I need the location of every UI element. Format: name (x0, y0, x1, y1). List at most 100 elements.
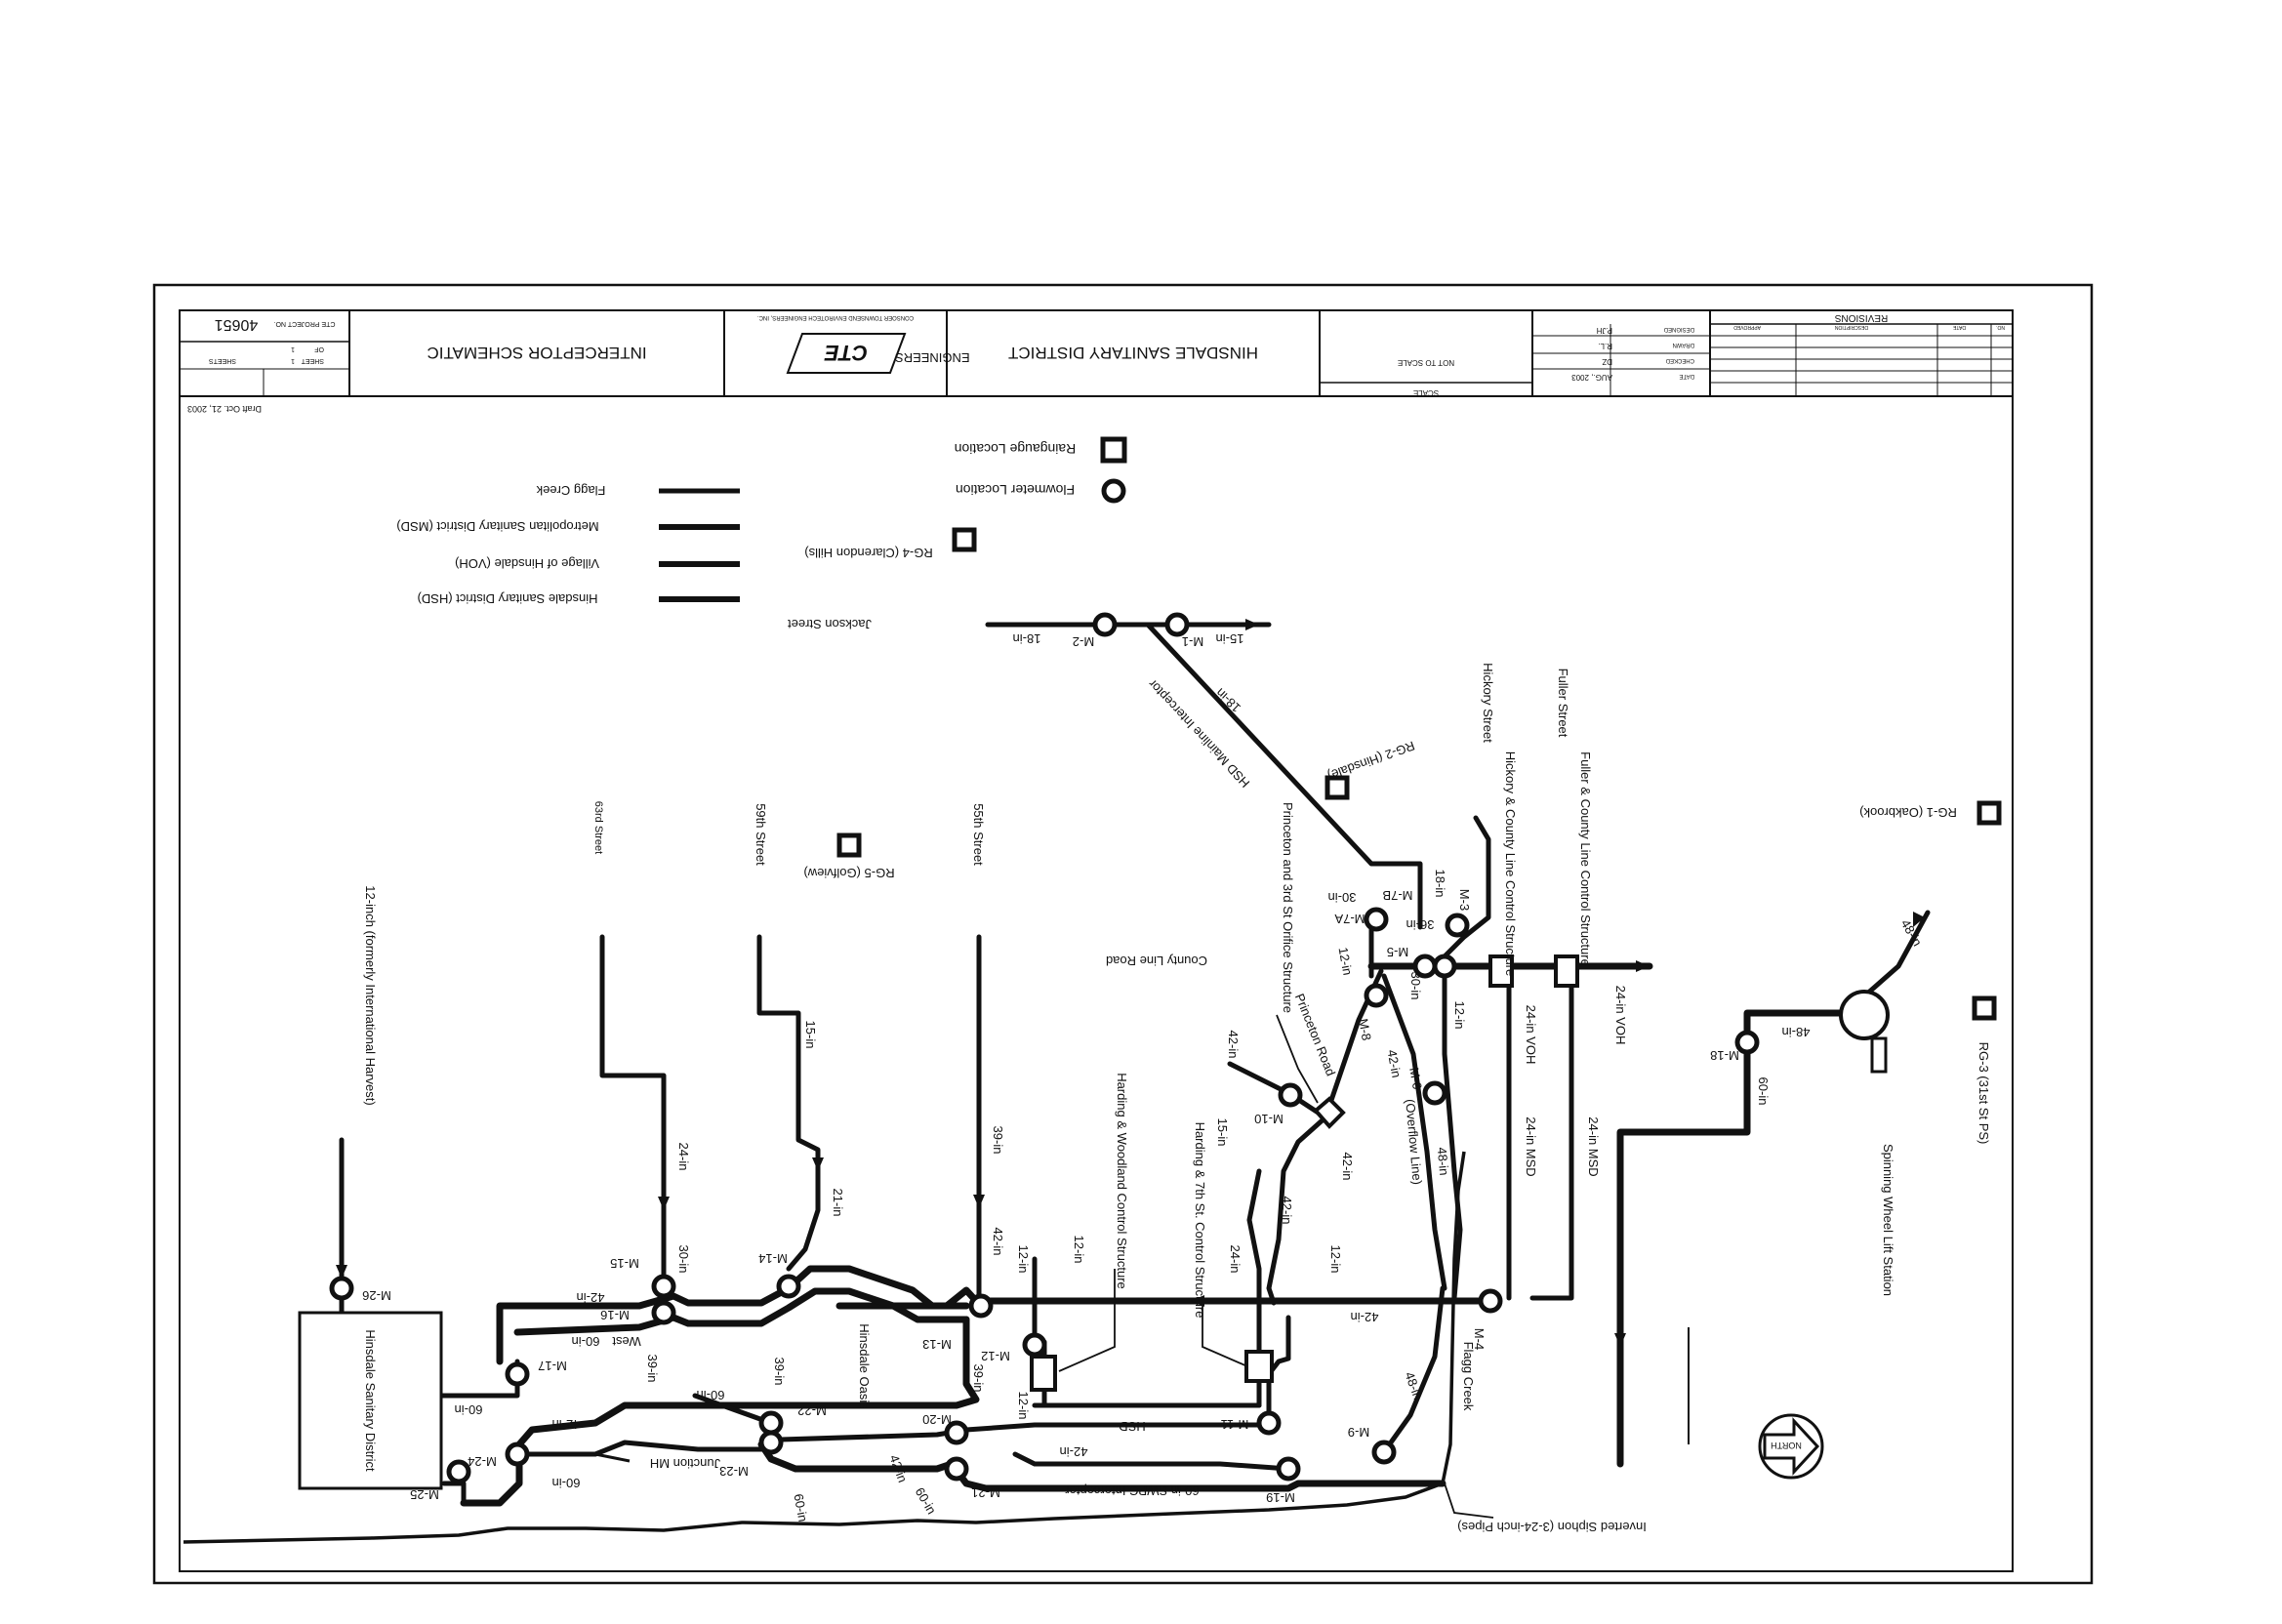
meter-m-15 (651, 1274, 676, 1299)
sheets-label: SHEETS (209, 357, 236, 364)
meter-m-2 (1092, 612, 1118, 637)
fuller-county-label: Fuller & County Line Control Structure (1578, 751, 1593, 966)
size-label-42in-main: 42-in (1351, 1310, 1379, 1324)
size-label-36in: 36-in (1406, 917, 1435, 932)
flow-arrow-59th (812, 1157, 824, 1171)
legend-raingauge-label: Raingauge Location (955, 441, 1077, 457)
hsd-plant-box (298, 1311, 443, 1490)
legend: Raingauge Location Flowmeter Location Fl… (396, 436, 1127, 606)
meter-m-1 (1164, 612, 1190, 637)
59th-street-pipe (756, 934, 821, 1272)
swpc-label: 60-in SWPC Interceptor (1065, 1483, 1200, 1498)
rg-4-label: RG-4 (Clarendon Hills) (804, 546, 932, 560)
meter-m-5b (1432, 954, 1457, 979)
flow-meters (329, 612, 1760, 1484)
hsd-mainline-label: HSD Mainline Interceptor (1145, 676, 1252, 791)
size-label-39in-c: 39-in (971, 1364, 986, 1393)
rg-3-label: RG-3 (31st St PS) (1976, 1042, 1991, 1145)
plant-60in-connection (436, 1359, 520, 1399)
rg-2-symbol (1324, 775, 1350, 800)
main-42in-interceptor (835, 1286, 1497, 1310)
legend-voh-label: Village of Hinsdale (VOH) (455, 556, 599, 571)
revisions-label: REVISIONS (1834, 312, 1888, 323)
harding-woodland-label: Harding & Woodland Control Structure (1115, 1073, 1129, 1289)
inverted-siphon-label: Inverted Siphon (3-24-inch Pipes) (1457, 1520, 1647, 1534)
meter-label-m-7a: M-7A (1334, 912, 1365, 926)
west-label: West (612, 1334, 641, 1349)
flow-arrow-county-east (1636, 960, 1650, 972)
meter-label-m-23: M-23 (719, 1464, 749, 1479)
meter-m-19 (1276, 1456, 1301, 1482)
size-label-42in-overflow: 42-in (1385, 1048, 1405, 1078)
drawn-value: R.L. (1598, 342, 1612, 350)
meter-label-m-7b: M-7B (1382, 888, 1412, 903)
firm-logo-block: CTE ENGINEERS CONSOER TOWNSEND ENVIROTEC… (757, 314, 970, 374)
voh-24in-label-east: 24-in VOH (1613, 986, 1628, 1045)
princeton-road-pipe (1266, 968, 1384, 1306)
size-label-24in-harding7: 24-in (1228, 1245, 1243, 1274)
m9-48in-pipe (1383, 1285, 1446, 1452)
63rd-street-pipe (599, 934, 667, 1309)
street-fuller: Fuller Street (1556, 669, 1570, 738)
meter-m-17 (505, 1361, 530, 1387)
rg-1-symbol (1976, 800, 2002, 826)
size-label-48in-m6: 48-in (1435, 1147, 1451, 1176)
designed-value: P.JH (1596, 326, 1612, 335)
legend-hsd-label: Hinsdale Sanitary District (HSD) (418, 591, 598, 606)
meter-label-m-14: M-14 (758, 1251, 788, 1266)
interceptor-network (339, 622, 1931, 1507)
hsd-mainline-interceptor-pipe (1145, 622, 1423, 930)
rg-1-label: RG-1 (Oakbrook) (1859, 805, 1957, 820)
harding-woodland-leader (1058, 1269, 1116, 1372)
meter-label-m-19: M-19 (1266, 1490, 1295, 1505)
harding-7th-label: Harding & 7th St. Control Structure (1193, 1122, 1207, 1319)
north-arrow: NORTH (1758, 1413, 1824, 1480)
designed-label: DESIGNED (1663, 326, 1694, 332)
legend-flowmeter-symbol (1101, 478, 1126, 504)
flow-arrow-55th (973, 1195, 985, 1208)
hinsdale-oasis-label: Hinsdale Oasis (857, 1323, 872, 1409)
size-label-30in-m7: 30-in (1328, 890, 1357, 905)
size-label-42in-55th: 42-in (991, 1228, 1005, 1256)
rg-3-symbol (1972, 995, 1997, 1021)
hickory-county-structure-symbol (1488, 954, 1514, 988)
north-arrow-symbol (1763, 1417, 1820, 1476)
drawing-title: INTERCEPTOR SCHEMATIC (427, 344, 646, 362)
size-label-30in-m5: 30-in (1408, 972, 1423, 1000)
swpc-lower-branch (1012, 1451, 1291, 1472)
size-label-48in-spinning: 48-in (1782, 1025, 1811, 1039)
flow-arrow-spinning (1913, 912, 1925, 927)
princeton-orifice-leader (1276, 1014, 1319, 1104)
inner-border (179, 309, 2014, 1572)
m6-48in-pipe (1442, 963, 1463, 1301)
size-label-39in-a: 39-in (645, 1355, 660, 1383)
meter-m-6 (1422, 1080, 1447, 1106)
junction-60in (692, 1393, 774, 1426)
meter-m-3 (1445, 913, 1470, 938)
meter-m-13 (968, 1293, 994, 1319)
meter-label-m-22: M-22 (797, 1403, 827, 1418)
size-label-24in-63rd: 24-in (676, 1143, 691, 1171)
meter-label-m-21: M-21 (971, 1485, 1000, 1500)
size-label-42in-lower: 42-in (1060, 1444, 1088, 1459)
meter-m-24 (505, 1441, 530, 1467)
meter-m-7a (1364, 907, 1389, 932)
meter-m-10 (1278, 1082, 1303, 1108)
harding-woodland-structure-symbol (1030, 1355, 1057, 1392)
meter-label-m-6: M-6 (1406, 1067, 1425, 1091)
sheet-label: SHEET (301, 357, 324, 364)
street-labels: Jackson Street Hickory Street Fuller Str… (592, 617, 1570, 1078)
title-block: INTERCEPTOR SCHEMATIC HINSDALE SANITARY … (179, 309, 2014, 414)
meter-m-23 (758, 1430, 784, 1455)
rg-4-symbol (952, 527, 977, 552)
size-label-39in-55th: 39-in (991, 1126, 1005, 1155)
size-label-60in-sw2: 60-in (913, 1484, 939, 1517)
meter-m-4 (1478, 1288, 1503, 1314)
size-label-15in-m10: 15-in (1215, 1118, 1230, 1147)
checked-label: CHECKED (1665, 357, 1694, 363)
legend-msd-label: Metropolitan Sanitary District (MSD) (396, 519, 598, 534)
oasis-bypass-upper (496, 1265, 970, 1365)
street-princeton: Princeton Road (1292, 992, 1338, 1078)
meter-m-11 (1256, 1410, 1282, 1436)
size-label-60in-m25: 60-in (552, 1476, 581, 1490)
